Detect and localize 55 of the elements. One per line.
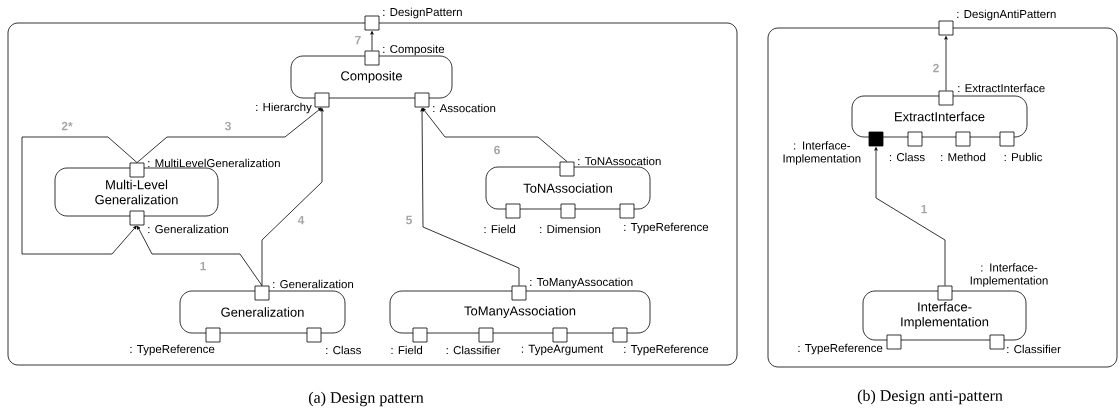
subfigure-caption: (b) Design anti-pattern bbox=[857, 389, 1003, 405]
port-label: : DesignAntiPattern bbox=[957, 9, 1056, 21]
port-label: : TypeReference bbox=[130, 344, 215, 356]
port-label: : Method bbox=[941, 152, 986, 162]
port-label: : Hierarchy bbox=[256, 102, 312, 114]
edge-label: 3 bbox=[223, 120, 233, 132]
port-label: : Public bbox=[1004, 152, 1043, 162]
port-label: : TypeReference bbox=[624, 222, 709, 234]
arrow bbox=[874, 147, 946, 286]
edge-label: 6 bbox=[492, 144, 502, 156]
port-label: : DesignPattern bbox=[383, 7, 462, 19]
port-label: : Composite bbox=[383, 44, 445, 56]
edge-label: 4 bbox=[296, 214, 306, 226]
port-label: : TypeReference bbox=[798, 343, 883, 355]
subfigure-caption: (a) Design pattern bbox=[308, 391, 424, 407]
edge-label: 2* bbox=[60, 120, 74, 132]
edge-label: 1 bbox=[919, 203, 929, 215]
port-label: : Classifier bbox=[1007, 344, 1061, 354]
component-box: Generalization bbox=[179, 290, 346, 334]
arrow bbox=[370, 31, 374, 51]
port-label: : TypeReference bbox=[624, 344, 709, 356]
arrow bbox=[944, 36, 948, 91]
port-label: : Generalization bbox=[273, 279, 354, 289]
edge-label: 5 bbox=[404, 214, 414, 226]
port-label: : Classifier bbox=[446, 345, 501, 355]
port-label: : Interface-Implementation bbox=[970, 263, 1048, 287]
arrow bbox=[261, 107, 324, 286]
port-label: : Generalization bbox=[148, 224, 229, 234]
port-label: : MultiLevelGeneralization bbox=[148, 158, 280, 168]
component-box: ToNAssociation bbox=[485, 166, 651, 210]
edge-label: 2 bbox=[931, 62, 941, 74]
port-label: : ToNAssocation bbox=[578, 156, 661, 166]
component-box: Interface-Implementation bbox=[862, 290, 1027, 341]
port-label: : Class bbox=[326, 345, 361, 355]
component-box: Multi-Level Generalization bbox=[54, 167, 219, 217]
component-box: ExtractInterface bbox=[851, 95, 1028, 138]
port-label: : Dimension bbox=[540, 224, 601, 234]
arrow bbox=[137, 225, 263, 286]
port-label: : ToManyAssocation bbox=[530, 277, 633, 289]
port-label: : Field bbox=[484, 224, 516, 234]
arrow bbox=[422, 107, 568, 162]
port-label: : Class bbox=[889, 152, 925, 162]
arrow bbox=[136, 107, 322, 163]
port-label: : Assocation bbox=[433, 103, 496, 113]
port-label: : TypeArgument bbox=[521, 344, 604, 356]
port-label: : Field bbox=[391, 345, 423, 355]
arrow bbox=[21, 136, 138, 255]
component-box: ToManyAssociation bbox=[389, 290, 651, 334]
edge-label: 1 bbox=[198, 260, 208, 272]
port-label: : Interface-Implementation bbox=[783, 141, 861, 165]
edge-label: 7 bbox=[353, 34, 363, 46]
port-label: : ExtractInterface bbox=[958, 83, 1045, 93]
port-square bbox=[937, 285, 953, 301]
component-box: Composite bbox=[290, 55, 453, 99]
arrow bbox=[420, 107, 520, 286]
